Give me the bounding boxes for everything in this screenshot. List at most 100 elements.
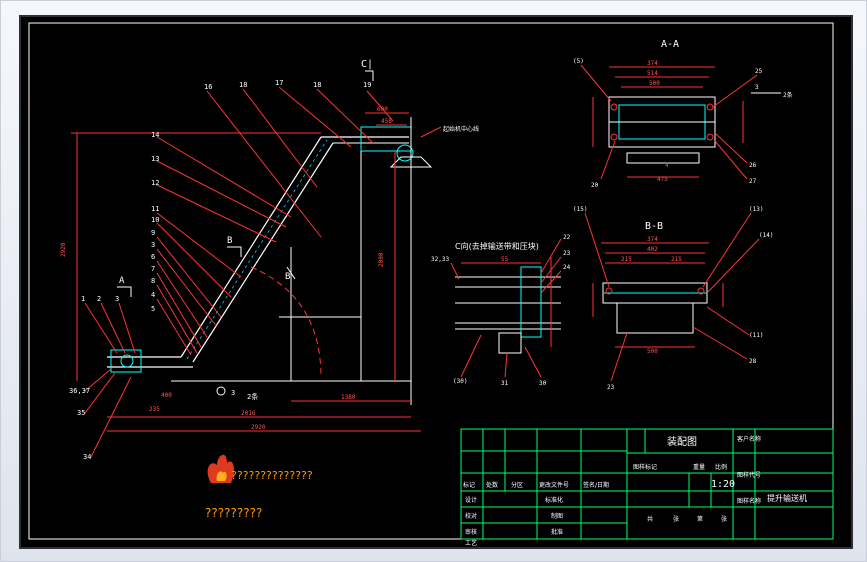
title-block-grid [460,428,834,540]
svg-text:(30): (30) [453,378,467,385]
svg-text:34: 34 [83,453,91,461]
svg-text:2: 2 [97,295,101,303]
view-c [450,238,562,378]
svg-text:19: 19 [363,81,371,89]
svg-text:4: 4 [151,291,155,299]
svg-text:(15): (15) [573,206,587,213]
marker-a: A [119,276,125,286]
svg-text:10: 10 [151,216,159,224]
code3: 图样名称 [737,497,761,505]
draw-label: 制图 [551,512,563,520]
review-label: 审核 [465,528,477,536]
svg-text:2条: 2条 [783,91,793,99]
svg-text:18: 18 [313,81,321,89]
svg-text:215: 215 [621,256,632,263]
svg-text:8: 8 [151,277,155,285]
svg-text:3: 3 [115,295,119,303]
svg-text:3: 3 [755,84,759,91]
section-bb [584,212,760,382]
svg-text:25: 25 [755,68,763,75]
section-aa-title: A-A [661,39,679,50]
sheet-page1: 张 [673,515,679,523]
svg-text:2000: 2000 [378,252,385,267]
process-label: 工艺 [465,539,477,547]
logo-subtext: ????????? [205,506,262,520]
svg-text:23: 23 [607,384,615,391]
view-c-title: C向(去掉输送带和压块) [455,241,539,251]
svg-text:16: 16 [204,83,212,91]
svg-text:31: 31 [501,380,509,387]
svg-text:26: 26 [749,162,757,169]
svg-text:600: 600 [377,106,388,113]
svg-text:9: 9 [151,229,155,237]
sheet-total: 共 [647,515,653,523]
center-note: 起始机中心线 [443,125,479,133]
title-block-text: 标记 处数 分区 更改文件号 签名/日期 设计 标准化 校对 制图 审核 批准 … [463,435,761,547]
svg-text:23: 23 [563,250,571,257]
scale-value: 1:20 [711,479,735,490]
svg-text:514: 514 [647,70,658,77]
svg-text:22: 22 [563,234,571,241]
svg-text:28: 28 [749,358,757,365]
svg-text:3: 3 [151,241,155,249]
svg-text:402: 402 [647,246,658,253]
logo-text: ?????????????? [231,469,313,482]
svg-text:12: 12 [151,179,159,187]
section-aa [580,64,781,180]
svg-text:4: 4 [665,162,669,169]
svg-text:55: 55 [501,256,509,263]
doc-label: 更改文件号 [539,481,569,489]
svg-text:215: 215 [671,256,682,263]
marker-b1: B [227,236,232,246]
product-name: 提升输送机 [767,493,807,503]
flame-logo-icon [207,454,234,483]
code2: 图样代号 [737,471,761,479]
svg-text:500: 500 [647,348,658,355]
std-label: 标准化 [545,496,563,504]
svg-text:2016: 2016 [241,410,256,417]
zone-label: 分区 [511,481,523,489]
svg-text:30: 30 [539,380,547,387]
svg-text:400: 400 [161,392,172,399]
svg-text:14: 14 [151,131,159,139]
svg-text:32,33: 32,33 [431,256,449,263]
svg-text:20: 20 [591,182,599,189]
count-label: 处数 [486,481,498,489]
sheet-border [28,22,834,540]
code1: 客户名称 [737,435,761,443]
svg-text:13: 13 [151,155,159,163]
svg-text:458: 458 [381,118,392,125]
svg-text:2920: 2920 [60,242,67,257]
svg-text:6: 6 [151,253,155,261]
scale-label: 比例 [715,463,727,471]
sign-label: 签名/日期 [583,481,609,489]
sheet-no: 第 [697,515,703,523]
svg-text:27: 27 [749,178,757,185]
svg-text:18: 18 [239,81,247,89]
svg-text:1380: 1380 [341,394,356,401]
svg-text:2条: 2条 [247,392,258,401]
sheet-page2: 张 [721,515,727,523]
svg-text:5: 5 [151,305,155,313]
svg-text:2920: 2920 [251,424,266,431]
svg-text:(14): (14) [759,232,773,239]
svg-text:(5): (5) [573,58,584,65]
svg-text:36,37: 36,37 [69,387,90,395]
design-label: 设计 [465,496,477,504]
svg-text:35: 35 [77,409,85,417]
svg-text:500: 500 [649,80,660,87]
drawing-type: 装配图 [667,435,697,448]
svg-text:3: 3 [231,389,235,397]
mark-label: 图样标记 [633,463,657,471]
svg-text:11: 11 [151,205,159,213]
svg-text:7: 7 [151,265,155,273]
svg-text:24: 24 [563,264,571,271]
rev-label: 标记 [463,481,475,489]
